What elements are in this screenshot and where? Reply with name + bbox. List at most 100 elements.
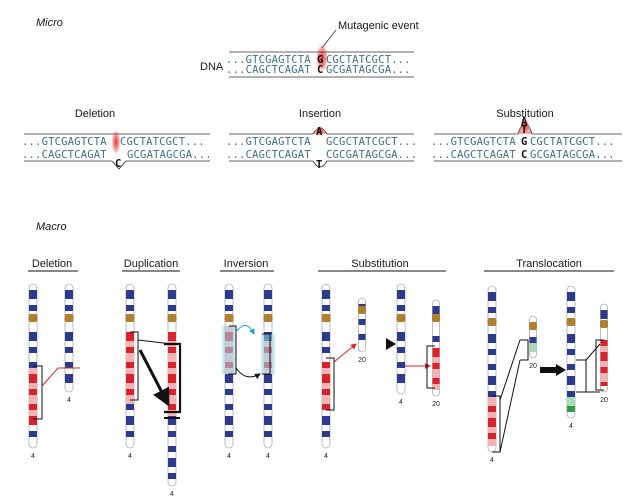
chromosome-band — [488, 391, 496, 397]
deletion-chrom-result: 4 — [64, 283, 74, 404]
micro-substitution-title: Substitution — [496, 108, 553, 120]
chromosome-band — [225, 290, 233, 299]
chromosome-band — [488, 433, 496, 439]
chromosome-band — [600, 340, 608, 346]
chromosome-band — [168, 473, 176, 479]
insertion-top-right: GCGCTATCGCT... — [326, 136, 417, 148]
chromosome-band — [29, 416, 37, 425]
chromosome-band — [600, 352, 608, 361]
chromosome-band — [567, 307, 575, 313]
chromosome-band — [168, 332, 176, 341]
chromosome-band — [126, 404, 134, 410]
chromosome-band — [488, 427, 496, 433]
chromosome-band — [264, 416, 272, 425]
centromere — [224, 314, 234, 322]
chromosome-number-label: 4 — [569, 423, 573, 430]
chromosome-band — [126, 368, 134, 374]
chromosome-band — [225, 305, 233, 311]
translocation-chrom-4-original: 4 — [487, 285, 497, 464]
centromere — [263, 314, 273, 322]
deletion-bottom-left: ...CAGCTCAGAT — [22, 149, 107, 161]
insertion-bottom-base: T — [316, 159, 322, 171]
insertion-top-left: ...GTCGAGTCTA — [226, 136, 311, 148]
macro-translocation-title: Translocation — [516, 258, 582, 270]
chromosome-band — [225, 389, 233, 395]
deletion-bracket — [33, 365, 43, 420]
chromosome-band — [432, 378, 440, 384]
chromosome-band — [397, 332, 405, 341]
centromere — [487, 318, 497, 326]
original-top-mut: G — [317, 54, 323, 66]
chromosome-band — [126, 362, 134, 368]
insertion-bottom-right: CGCGATAGCGA... — [326, 149, 417, 161]
chromosome-band — [432, 384, 440, 390]
insertion-bottom-left: ...CAGCTCAGAT — [226, 149, 311, 161]
chromosome-band — [322, 305, 330, 311]
chromosome-band — [488, 412, 496, 418]
substitution-top-right: CGCTATCGCT... — [530, 136, 615, 148]
chromosome-band — [600, 361, 608, 367]
chromosome-band — [65, 290, 73, 299]
original-top-left: ...GTCGAGTCTA — [226, 54, 311, 66]
substitution-top-left: ...GTCGAGTCTA — [431, 136, 516, 148]
chromosome-band — [168, 362, 176, 368]
chromosome-band — [488, 349, 496, 355]
chromosome-number-label: 4 — [128, 453, 132, 460]
chromosome-band — [567, 364, 575, 370]
chromosome-band — [29, 368, 37, 374]
chromosome-band — [29, 347, 37, 353]
chromosome-band — [126, 341, 134, 347]
chromosome-band — [567, 391, 575, 397]
chromosome-band — [29, 362, 37, 368]
chromosome-band — [168, 395, 176, 404]
chromosome-band — [567, 349, 575, 355]
substitution-new-bottom: T — [521, 124, 527, 136]
chromosome-band — [397, 290, 405, 299]
chromosome-number-label: 4 — [399, 399, 403, 406]
chromosome-band — [322, 332, 330, 341]
centromere — [167, 314, 177, 322]
inversion-highlight — [222, 326, 236, 374]
chromosome-band — [126, 383, 134, 389]
chromosome-band — [322, 290, 330, 299]
chromosome-band — [225, 404, 233, 410]
chromosome-band — [600, 310, 608, 319]
chromosome-number-label: 20 — [529, 363, 537, 370]
original-bottom-right: GCGATAGCGA... — [326, 64, 411, 76]
mutagenic-event-label: Mutagenic event — [338, 20, 419, 32]
translocation-chrom-20-original: 20 — [529, 315, 537, 370]
original-dna: ...GTCGAGTCTA G CGCTATCGCT... ...CAGCTCA… — [200, 20, 419, 78]
substitution-chrom-20-result: 20 — [432, 299, 440, 408]
chromosome-band — [168, 368, 176, 374]
original-bottom-mut: C — [317, 64, 323, 76]
chromosome-band — [600, 373, 608, 382]
deletion-chrom-original: 4 — [28, 283, 38, 460]
chromosome-band — [488, 397, 496, 406]
centromere — [28, 314, 38, 322]
chromosome-band — [29, 332, 37, 341]
chromosome-band — [126, 431, 134, 437]
chromosome-band — [600, 346, 608, 352]
inversion-highlight — [261, 334, 275, 374]
chromosome-number-label: 20 — [358, 357, 366, 364]
chromosome-number-label: 4 — [266, 453, 270, 460]
chromosome-band — [397, 362, 405, 368]
substitution-chrom-20-original: 20 — [358, 297, 366, 364]
chromosome-number-label: 4 — [31, 453, 35, 460]
chromosome-band — [126, 332, 134, 341]
chromosome-band — [488, 307, 496, 313]
chromosome-band — [567, 406, 575, 412]
centromere — [566, 318, 576, 326]
translocation-chrom-4-result: 4 — [566, 285, 576, 430]
chromosome-band — [488, 376, 496, 385]
micro-section-label: Micro — [36, 17, 63, 29]
micro-deletion: Deletion ...GTCGAGTCTA CGCTATCGCT... ...… — [22, 108, 212, 170]
chromosome-band — [567, 376, 575, 385]
duplication-chrom-original: 4 — [125, 283, 135, 460]
macro-section-label: Macro — [36, 221, 67, 233]
chromosome-band — [488, 439, 496, 446]
chromosome-band — [488, 364, 496, 370]
deletion-top-right: CGCTATCGCT... — [120, 136, 205, 148]
inversion-arrow-bottom — [235, 367, 261, 380]
